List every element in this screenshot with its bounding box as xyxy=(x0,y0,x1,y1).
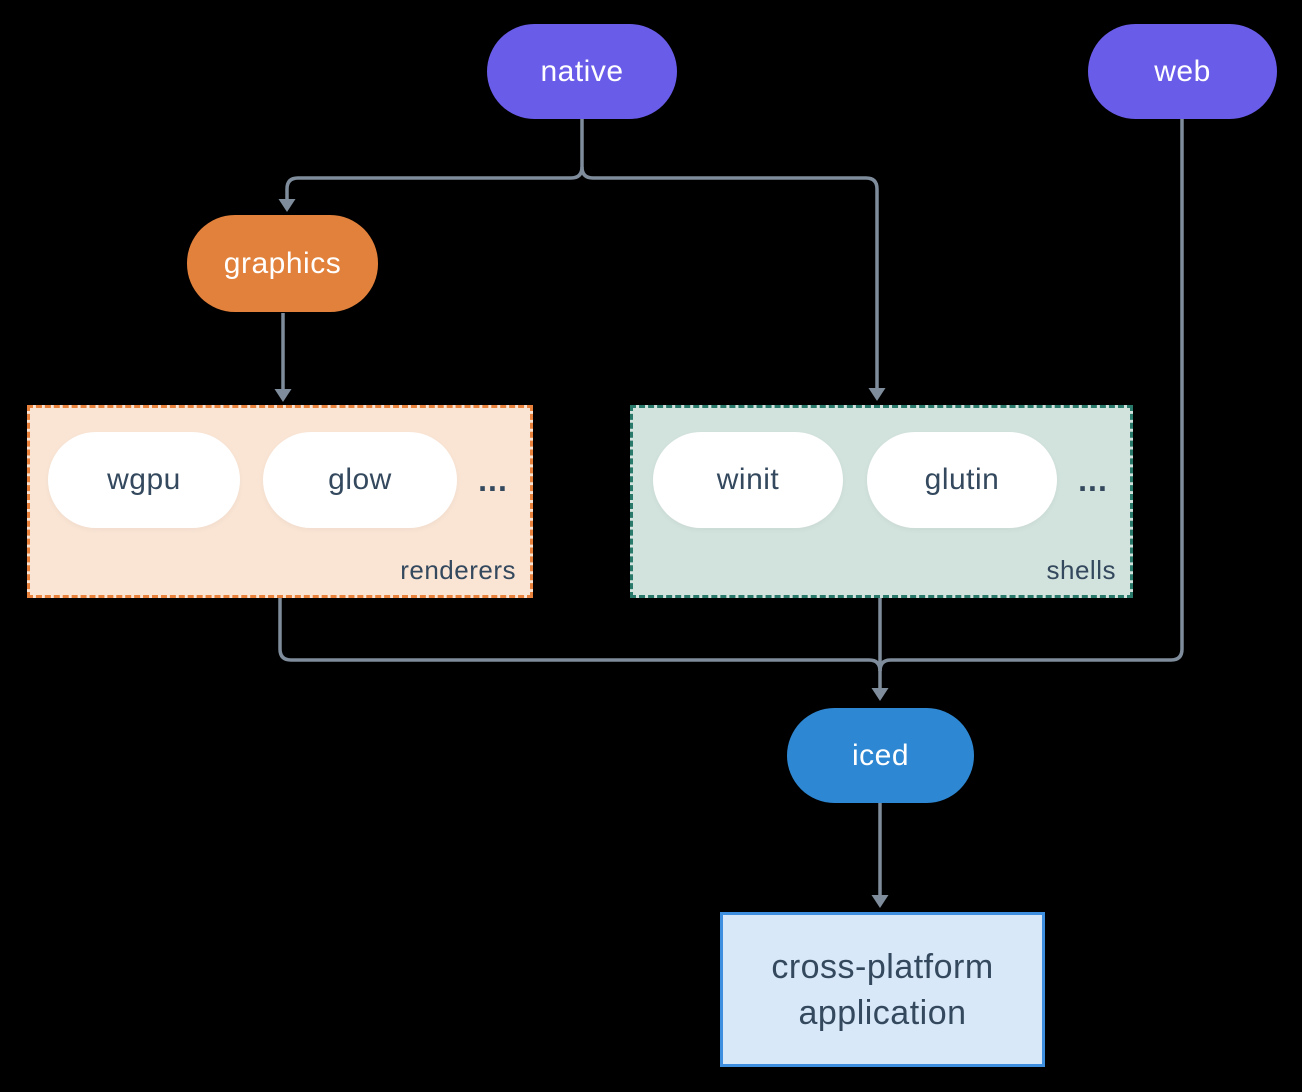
renderers-ellipsis: ... xyxy=(478,461,508,498)
node-glutin-label: glutin xyxy=(924,463,1000,496)
node-glow-label: glow xyxy=(328,463,392,496)
node-native-label: native xyxy=(540,54,624,88)
shells-ellipsis: ... xyxy=(1078,461,1108,498)
node-web-label: web xyxy=(1154,54,1211,88)
edge-native-graphics xyxy=(285,119,584,199)
arrowhead xyxy=(278,199,296,212)
node-wgpu: wgpu xyxy=(48,432,240,528)
group-renderers-label: renderers xyxy=(400,555,516,585)
arrowhead xyxy=(868,388,886,401)
node-iced-label: iced xyxy=(851,738,910,772)
node-iced: iced xyxy=(787,708,974,803)
arrowhead xyxy=(274,389,292,402)
node-cross-platform-application: cross-platform application xyxy=(720,912,1045,1067)
app-label-line2: application xyxy=(798,993,967,1032)
node-glutin: glutin xyxy=(867,432,1057,528)
edge-renderers-iced xyxy=(278,598,882,672)
node-wgpu-label: wgpu xyxy=(107,463,181,496)
group-shells: winit glutin ... shells xyxy=(630,405,1133,598)
group-renderers: wgpu glow ... renderers xyxy=(27,405,533,598)
node-native: native xyxy=(487,24,677,119)
node-graphics-label: graphics xyxy=(223,246,342,280)
node-web: web xyxy=(1088,24,1277,119)
group-shells-label: shells xyxy=(1046,555,1116,585)
app-label-line1: cross-platform xyxy=(771,947,994,986)
node-graphics: graphics xyxy=(187,215,378,312)
node-glow: glow xyxy=(263,432,457,528)
node-winit-label: winit xyxy=(716,463,780,496)
node-winit: winit xyxy=(653,432,843,528)
arrowhead xyxy=(871,688,889,701)
arrowhead xyxy=(871,895,889,908)
edge-native-shells xyxy=(580,166,879,388)
